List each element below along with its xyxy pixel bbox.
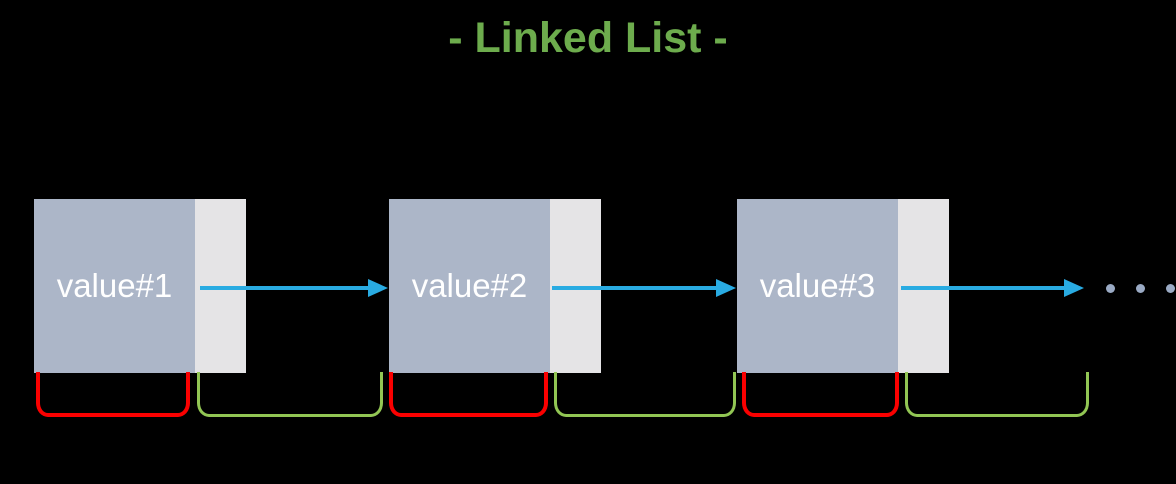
arrow-shaft — [200, 286, 370, 290]
ellipsis-dot — [1106, 284, 1115, 293]
value-region-bracket — [389, 372, 548, 417]
next-pointer-arrow — [200, 279, 388, 297]
ellipsis-dot — [1166, 284, 1175, 293]
node-value-cell: value#2 — [389, 199, 550, 373]
value-region-bracket — [36, 372, 190, 417]
pointer-region-bracket — [197, 372, 383, 417]
value-region-bracket — [742, 372, 899, 417]
arrow-shaft — [552, 286, 718, 290]
node-value-cell: value#3 — [737, 199, 898, 373]
diagram-title: - Linked List - — [448, 14, 728, 62]
arrow-head-icon — [716, 279, 736, 297]
arrow-shaft — [901, 286, 1066, 290]
ellipsis-dot — [1136, 284, 1145, 293]
node-value-cell: value#1 — [34, 199, 195, 373]
next-pointer-arrow — [901, 279, 1084, 297]
node-value-label: value#1 — [56, 267, 173, 304]
pointer-region-bracket — [905, 372, 1089, 417]
pointer-region-bracket — [554, 372, 736, 417]
node-value-label: value#2 — [411, 267, 528, 304]
node-value-label: value#3 — [759, 267, 876, 304]
arrow-head-icon — [1064, 279, 1084, 297]
next-pointer-arrow — [552, 279, 736, 297]
arrow-head-icon — [368, 279, 388, 297]
